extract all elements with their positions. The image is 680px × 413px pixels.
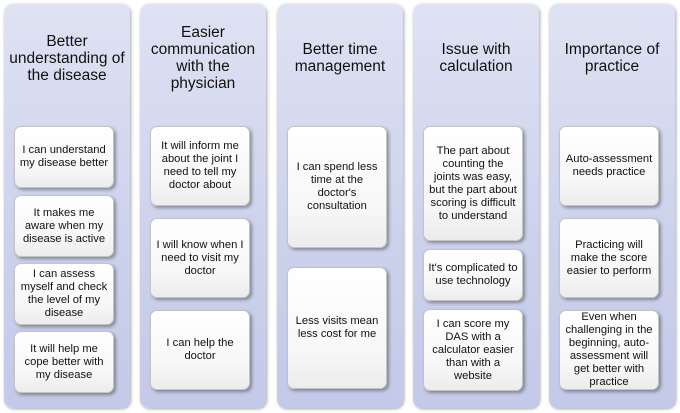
statement-card: It will help me cope better with my dise… [14, 331, 114, 393]
statement-card: It will inform me about the joint I need… [150, 126, 250, 206]
statement-card: It's complicated to use technology [423, 249, 523, 301]
statement-card: The part about counting the joints was e… [423, 126, 523, 241]
statement-card: Auto-assessment needs practice [559, 126, 659, 206]
statement-card: I will know when I need to visit my doct… [150, 218, 250, 298]
category-column-calculation: Issue with calculation The part about co… [413, 4, 539, 408]
category-column-practice: Importance of practice Auto-assessment n… [549, 4, 675, 408]
statement-card: I can score my DAS with a calculator eas… [423, 309, 523, 391]
statement-card: Less visits mean less cost for me [287, 267, 387, 389]
column-title: Issue with calculation [439, 41, 513, 75]
statement-card: It makes me aware when my disease is act… [14, 195, 114, 257]
statement-card: I can assess myself and check the level … [14, 263, 114, 325]
statement-card: Even when challenging in the beginning, … [559, 310, 659, 390]
column-title: Importance of practice [564, 41, 660, 75]
column-title: Better understanding of the disease [9, 32, 125, 84]
category-column-communication: Easier communication with the physician … [140, 4, 266, 408]
category-column-time: Better time management I can spend less … [277, 4, 403, 408]
column-title: Better time management [294, 41, 386, 75]
statement-card: Practicing will make the score easier to… [559, 218, 659, 298]
column-title: Easier communication with the physician [150, 24, 256, 92]
statement-card: I can spend less time at the doctor's co… [287, 126, 387, 248]
statement-card: I can understand my disease better [14, 126, 114, 188]
category-column-understanding: Better understanding of the disease I ca… [4, 4, 130, 408]
statement-card: I can help the doctor [150, 310, 250, 390]
